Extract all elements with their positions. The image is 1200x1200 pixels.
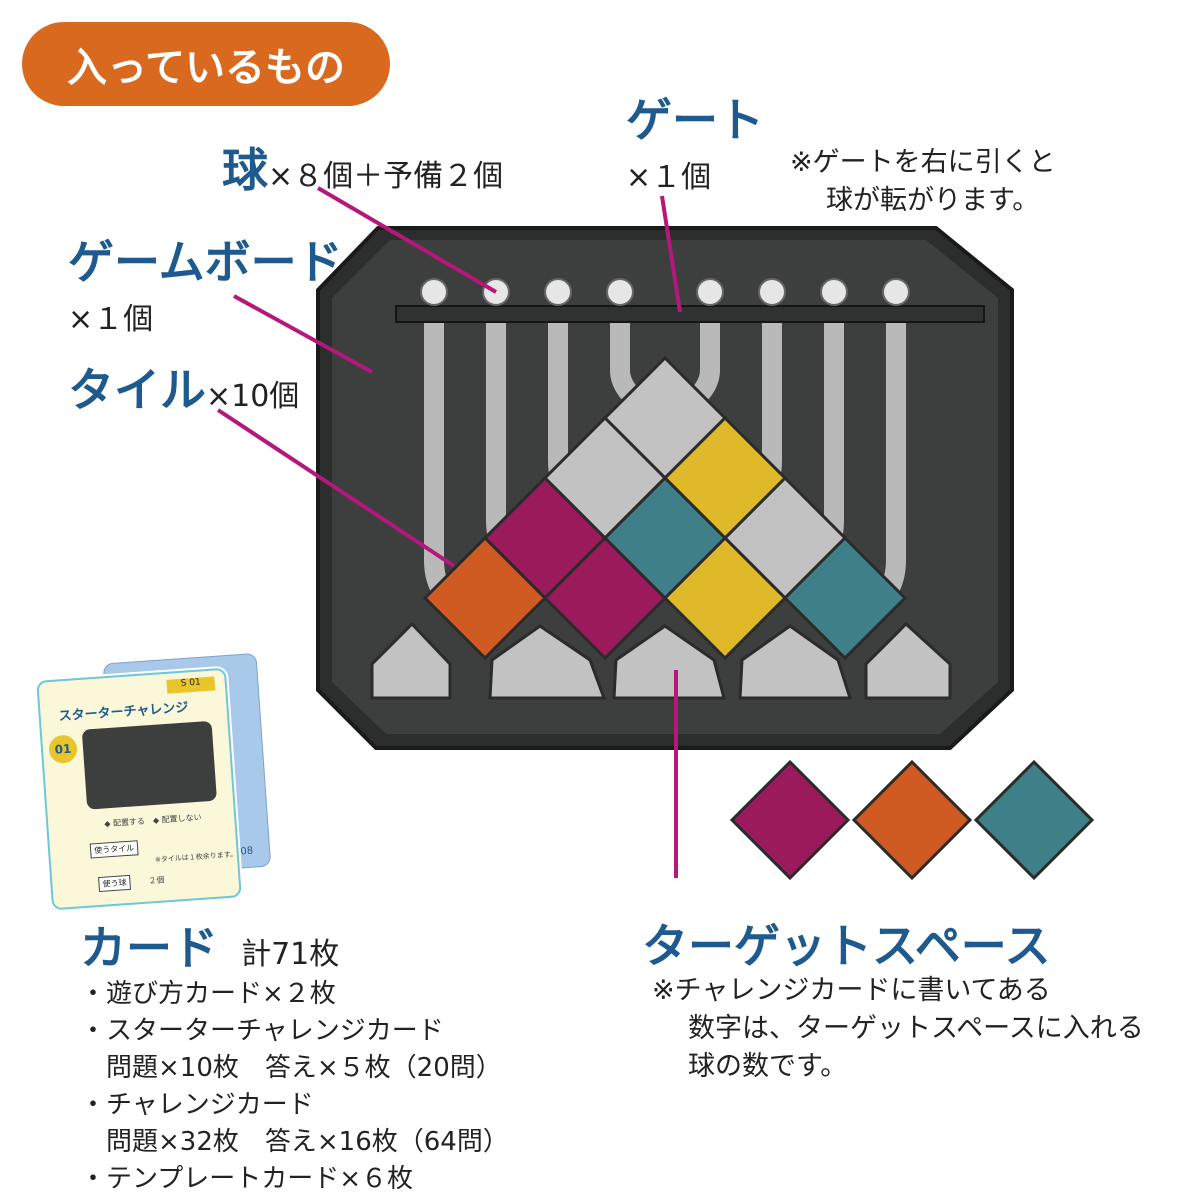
tile-name: タイル bbox=[68, 363, 206, 417]
ball-label: 球×８個＋予備２個 bbox=[222, 134, 503, 200]
card-use-tiles: 使うタイル bbox=[89, 840, 139, 859]
loose-tiles bbox=[729, 759, 1095, 881]
card-number: 01 bbox=[48, 734, 78, 765]
card-label: カード 計71枚 bbox=[80, 912, 339, 978]
target-space-1 bbox=[370, 621, 452, 700]
leader-lines bbox=[216, 186, 682, 878]
target-spaces bbox=[370, 621, 952, 700]
gate-name: ゲート bbox=[626, 93, 764, 147]
gate-note-line-2: 球が転がります。 bbox=[826, 185, 1040, 216]
target-space-2 bbox=[488, 624, 607, 700]
ball-qty: ×８個＋予備２個 bbox=[268, 159, 504, 194]
gate-label: ゲート ×１個 bbox=[626, 84, 764, 196]
board-label: ゲームボード ×１個 bbox=[68, 226, 343, 338]
balls bbox=[420, 278, 910, 306]
ball-name: 球 bbox=[222, 143, 268, 197]
section-title-badge: 入っているもの bbox=[22, 22, 390, 106]
target-space-5 bbox=[864, 621, 952, 700]
loose-tile-teal bbox=[973, 759, 1095, 881]
target-note: ※チャレンジカードに書いてある 数字は、ターゲットスペースに入れる 球の数です。 bbox=[652, 972, 1144, 1086]
target-space-3 bbox=[612, 624, 726, 700]
card-items: ・遊び方カード×２枚 ・スターターチャレンジカード 問題×10枚 答え×５枚（2… bbox=[80, 976, 509, 1198]
card-front-title: スターターチャレンジ bbox=[58, 700, 189, 725]
loose-tile-magenta bbox=[729, 759, 851, 881]
card-item-2: ・スターターチャレンジカード bbox=[80, 1016, 444, 1046]
card-item-1: ・遊び方カード×２枚 bbox=[80, 979, 336, 1009]
target-name: ターゲットスペース bbox=[642, 919, 1051, 973]
card-item-5: 問題×32枚 答え×16枚（64問） bbox=[80, 1127, 509, 1157]
gate-qty: ×１個 bbox=[626, 160, 712, 195]
card-item-3: 問題×10枚 答え×５枚（20問） bbox=[80, 1053, 502, 1083]
card-name: カード bbox=[80, 921, 218, 975]
gate-note-line-1: ※ゲートを右に引くと bbox=[790, 147, 1056, 178]
board-name: ゲームボード bbox=[68, 235, 343, 289]
section-title: 入っているもの bbox=[67, 45, 345, 91]
gate-note: ※ゲートを右に引くと 球が転がります。 bbox=[790, 144, 1056, 220]
target-note-line-1: ※チャレンジカードに書いてある bbox=[652, 975, 1051, 1006]
tile-label: タイル×10個 bbox=[68, 354, 299, 420]
teal-tile-2 bbox=[782, 535, 908, 661]
loose-tile-orange bbox=[851, 759, 973, 881]
card-item-4: ・チャレンジカード bbox=[80, 1090, 314, 1120]
card-legend: ◆ 配置する ◆ 配置しない bbox=[104, 812, 202, 829]
target-note-line-2: 数字は、ターゲットスペースに入れる bbox=[688, 1013, 1144, 1044]
tile-qty: ×10個 bbox=[206, 379, 300, 414]
target-space-4 bbox=[738, 624, 853, 700]
card-back-code: 08 bbox=[240, 845, 254, 858]
teal-tile-1 bbox=[602, 475, 728, 601]
board-qty: ×１個 bbox=[68, 302, 154, 337]
orange-tile-1 bbox=[422, 535, 548, 661]
card-use-balls: 使う球 bbox=[98, 874, 132, 893]
card-board-thumbnail bbox=[81, 720, 217, 810]
card-item-6: ・テンプレートカード×６枚 bbox=[80, 1164, 414, 1194]
card-front-code: S 01 bbox=[166, 676, 216, 694]
card-front: S 01 スターターチャレンジ 01 ◆ 配置する ◆ 配置しない 使うタイル … bbox=[36, 667, 242, 911]
gate-bar bbox=[395, 305, 985, 323]
target-note-line-3: 球の数です。 bbox=[688, 1051, 848, 1082]
card-total: 計71枚 bbox=[241, 937, 340, 972]
card-tile-note: ※タイルは１枚余ります。 bbox=[154, 850, 238, 865]
card-ball-count: ２個 bbox=[148, 875, 165, 886]
